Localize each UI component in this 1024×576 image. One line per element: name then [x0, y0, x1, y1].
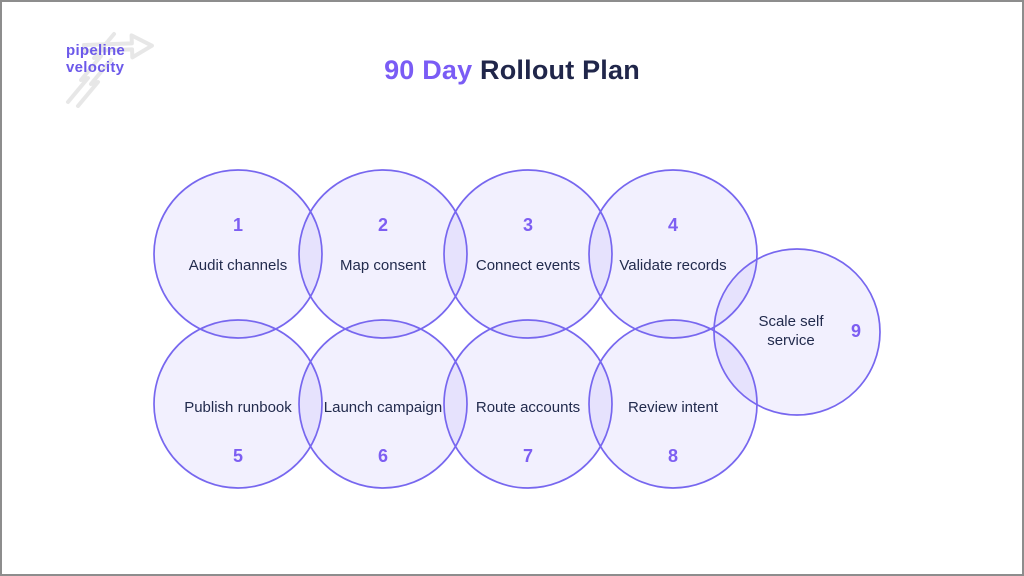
logo-text: pipeline velocity: [66, 42, 125, 76]
step-number: 7: [522, 446, 533, 466]
step-label: Publish runbook: [184, 399, 292, 416]
step-5: Publish runbook 5: [154, 398, 322, 467]
step-number: 8: [667, 446, 678, 466]
step-label: Map consent: [340, 257, 426, 274]
step-label: Launch campaign: [323, 399, 443, 416]
step-number: 1: [232, 215, 243, 235]
stage-circle-6: [298, 319, 468, 489]
logo-line-2: velocity: [66, 59, 125, 76]
step-label: Audit channels: [188, 257, 288, 274]
step-label: Connect events: [475, 257, 581, 274]
step-2: 2 Map consent: [299, 214, 467, 275]
step-number: 2: [377, 215, 388, 235]
step-label: Validate records: [619, 257, 727, 274]
step-label: Scale self service: [758, 313, 824, 349]
title-rest: Rollout Plan: [472, 55, 640, 85]
step-number: 5: [232, 446, 243, 466]
step-6: Launch campaign 6: [299, 398, 467, 467]
stage-circle-4: [588, 169, 758, 339]
stage-circle-1: [153, 169, 323, 339]
step-8: Review intent 8: [589, 398, 757, 467]
step-3: 3 Connect events: [444, 214, 612, 275]
logo: pipeline velocity: [54, 18, 174, 108]
step-9: Scale self service 9: [732, 312, 872, 350]
logo-line-1: pipeline: [66, 42, 126, 59]
stage-circle-5: [153, 319, 323, 489]
step-number: 4: [667, 215, 678, 235]
title-accent: 90 Day: [384, 55, 473, 85]
page-title: 90 Day Rollout Plan: [2, 54, 1022, 86]
stage-circle-3: [443, 169, 613, 339]
step-1: 1 Audit channels: [154, 214, 322, 275]
step-number: 6: [377, 446, 388, 466]
step-label: Route accounts: [475, 399, 581, 416]
step-number: 9: [850, 321, 861, 341]
logo-arrow-icon: [66, 32, 154, 108]
stage-circle-7: [443, 319, 613, 489]
stage-circle-9: [713, 248, 881, 416]
step-4: 4 Validate records: [589, 214, 757, 275]
step-label: Review intent: [627, 399, 719, 416]
step-7: Route accounts 7: [444, 398, 612, 467]
step-number: 3: [522, 215, 533, 235]
stage-circle-2: [298, 169, 468, 339]
